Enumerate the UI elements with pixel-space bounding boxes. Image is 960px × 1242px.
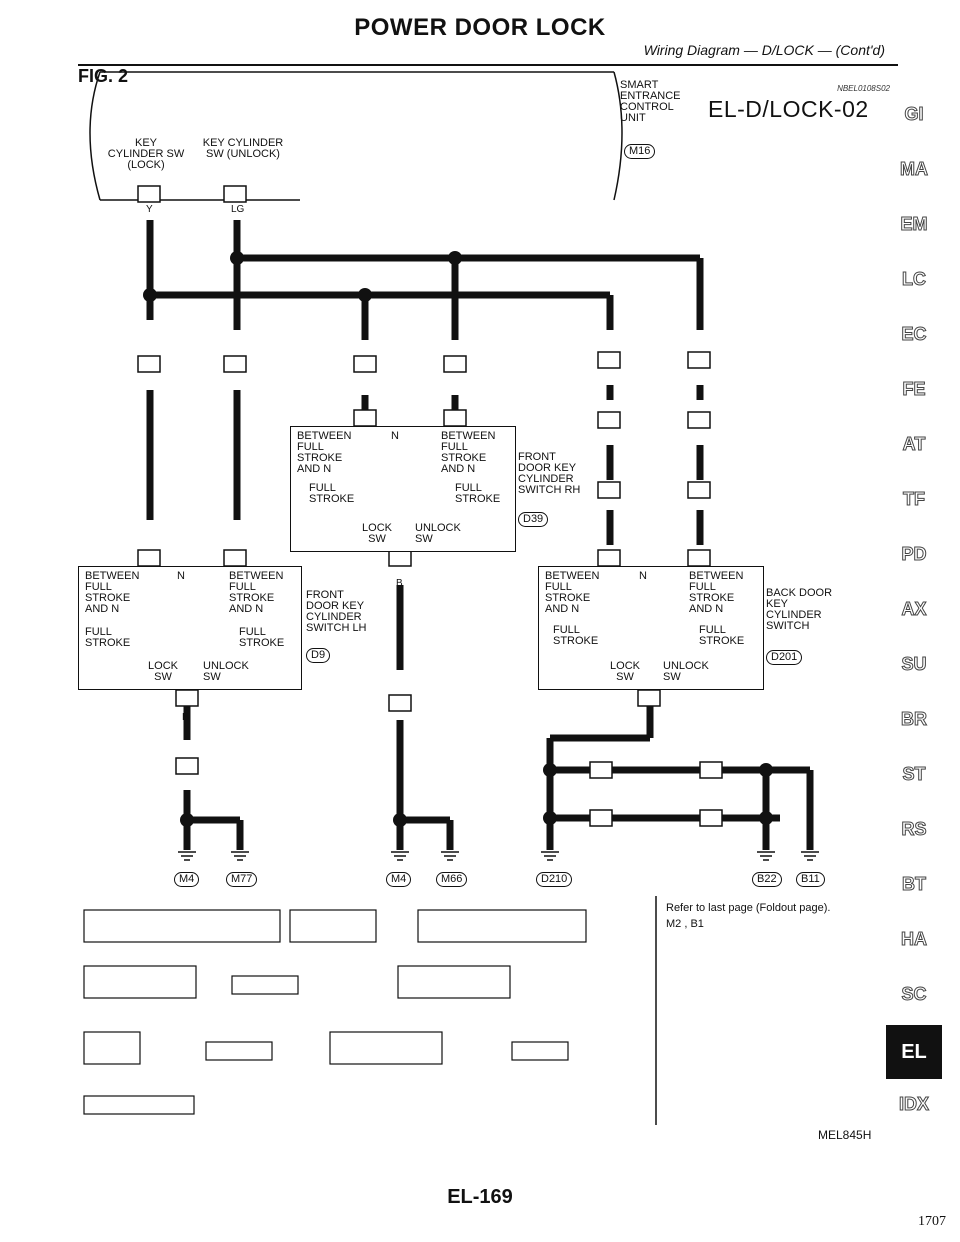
- back-door-switch-box: BETWEEN FULL STROKE AND N BETWEEN FULL S…: [538, 566, 764, 690]
- unit-bracket-right: [613, 71, 623, 201]
- diagram-id: MEL845H: [818, 1128, 872, 1142]
- foldout-note-text: Refer to last page (Foldout page).: [666, 902, 831, 914]
- full-stroke-left: FULL STROKE: [85, 626, 131, 649]
- ground-connector: M66: [436, 872, 468, 887]
- section-tab-sc[interactable]: SC: [901, 984, 927, 1005]
- front-lh-switch-box: BETWEEN FULL STROKE AND N BETWEEN FULL S…: [78, 566, 302, 690]
- switch-n-label: N: [639, 570, 647, 582]
- section-tab-tf[interactable]: TF: [903, 489, 926, 510]
- full-stroke-right: FULL STROKE: [239, 626, 285, 649]
- page-subtitle: Wiring Diagram — D/LOCK — (Cont'd): [643, 42, 885, 58]
- switch-n-label: N: [177, 570, 185, 582]
- switch-left-text: BETWEEN FULL STROKE AND N: [85, 570, 140, 615]
- section-tab-idx[interactable]: IDX: [898, 1094, 929, 1115]
- switch-n-label: N: [391, 430, 399, 442]
- unlock-sw-label: UNLOCK SW: [663, 660, 709, 683]
- back-door-label: BACK DOOR KEY CYLINDER SWITCH: [766, 587, 833, 632]
- unit-bracket-left: [89, 71, 101, 201]
- figure-label: FIG. 2: [78, 66, 129, 86]
- full-stroke-right: FULL STROKE: [699, 624, 745, 647]
- section-tab-em[interactable]: EM: [900, 214, 928, 235]
- section-tab-br[interactable]: BR: [901, 709, 928, 730]
- wire-label-y: Y: [146, 204, 153, 215]
- section-tab-bt[interactable]: BT: [902, 874, 927, 895]
- front-rh-label: FRONT DOOR KEY CYLINDER SWITCH RH: [518, 451, 581, 496]
- ground-connector: B22: [752, 872, 782, 887]
- section-tab-gi[interactable]: GI: [904, 104, 924, 125]
- foldout-note-connectors: M2 , B1: [666, 918, 704, 930]
- ground-connector: M4: [174, 872, 200, 887]
- key-cylinder-unlock-label: KEY CYLINDER SW (UNLOCK): [202, 137, 284, 160]
- wire-label-lg: LG: [231, 204, 245, 215]
- section-tab-pd[interactable]: PD: [901, 544, 927, 565]
- section-tab-ma[interactable]: MA: [900, 159, 929, 180]
- ground-connector: M4: [386, 872, 412, 887]
- full-stroke-left: FULL STROKE: [553, 624, 599, 647]
- key-cylinder-lock-label: KEY CYLINDER SW (LOCK): [107, 137, 185, 171]
- ground-connector: B11: [796, 872, 825, 887]
- wiring-diagram: [83, 71, 819, 1125]
- smart-unit-connector: M16: [624, 144, 656, 159]
- lock-sw-label: LOCK SW: [610, 660, 640, 683]
- front-rh-connector: D39: [518, 512, 549, 527]
- section-tab-st[interactable]: ST: [902, 764, 926, 785]
- sheet-number: 1707: [918, 1214, 946, 1229]
- section-tab-ec[interactable]: EC: [901, 324, 927, 345]
- switch-right-text: BETWEEN FULL STROKE AND N: [229, 570, 284, 615]
- section-tab-ax[interactable]: AX: [901, 599, 927, 620]
- switch-left-text: BETWEEN FULL STROKE AND N: [297, 430, 352, 475]
- reference-code: NBEL0108S02: [837, 84, 890, 93]
- unlock-sw-label: UNLOCK SW: [203, 660, 249, 683]
- smart-entrance-unit-label: SMART ENTRANCE CONTROL UNIT: [620, 79, 681, 124]
- page-title: POWER DOOR LOCK: [354, 14, 606, 41]
- wire-label-b: B: [396, 578, 403, 589]
- foldout-note: Refer to last page (Foldout page). M2 , …: [666, 902, 830, 930]
- full-stroke-left: FULL STROKE: [309, 482, 355, 505]
- section-tab-rs[interactable]: RS: [901, 819, 927, 840]
- section-tab-fe[interactable]: FE: [902, 379, 926, 400]
- unlock-sw-label: UNLOCK SW: [415, 522, 461, 545]
- connector-faces: [83, 909, 587, 1115]
- ground-symbols: [178, 851, 819, 861]
- section-tab-lc[interactable]: LC: [902, 269, 927, 290]
- switch-left-text: BETWEEN FULL STROKE AND N: [545, 570, 600, 615]
- front-lh-label: FRONT DOOR KEY CYLINDER SWITCH LH: [306, 589, 367, 634]
- full-stroke-right: FULL STROKE: [455, 482, 501, 505]
- switch-right-text: BETWEEN FULL STROKE AND N: [689, 570, 744, 615]
- lock-sw-label: LOCK SW: [362, 522, 392, 545]
- section-tab-el[interactable]: EL: [886, 1025, 942, 1079]
- junction-dots: [143, 251, 773, 827]
- connector-pins: [137, 185, 723, 827]
- back-door-connector: D201: [766, 650, 803, 665]
- wire-label-b: B: [182, 712, 189, 723]
- diagram-code: EL-D/LOCK-02: [708, 96, 869, 122]
- front-lh-connector: D9: [306, 648, 331, 663]
- ground-connector: D210: [536, 872, 573, 887]
- lock-sw-label: LOCK SW: [148, 660, 178, 683]
- wire-label-b: B: [646, 712, 653, 723]
- header-rule: [78, 64, 898, 66]
- section-tab-su[interactable]: SU: [901, 654, 927, 675]
- front-rh-switch-box: BETWEEN FULL STROKE AND N BETWEEN FULL S…: [290, 426, 516, 552]
- section-tab-ha[interactable]: HA: [901, 929, 928, 950]
- switch-right-text: BETWEEN FULL STROKE AND N: [441, 430, 496, 475]
- ground-connector: M77: [226, 872, 258, 887]
- page-number: EL-169: [447, 1186, 513, 1208]
- section-tab-at[interactable]: AT: [902, 434, 926, 455]
